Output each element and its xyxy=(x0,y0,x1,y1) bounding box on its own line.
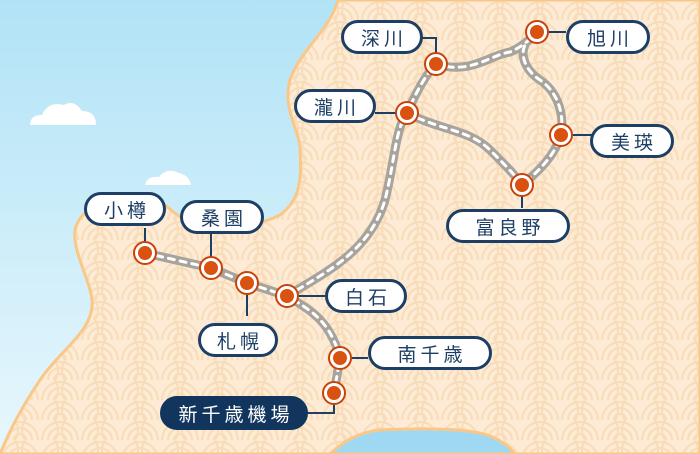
station-marker-fukagawa[interactable] xyxy=(424,52,448,76)
station-label-new-chitose-airport[interactable]: 新千歳機場 xyxy=(160,396,308,430)
station-label-sapporo[interactable]: 札幌 xyxy=(198,323,278,357)
station-marker-takikawa[interactable] xyxy=(395,101,419,125)
station-marker-sapporo[interactable] xyxy=(235,271,259,295)
station-label-shiroishi[interactable]: 白石 xyxy=(325,279,407,313)
station-marker-biei[interactable] xyxy=(549,123,573,147)
station-label-fukagawa[interactable]: 深川 xyxy=(341,20,423,54)
station-marker-new-chitose-airport[interactable] xyxy=(322,381,346,405)
cloud-icon xyxy=(30,103,205,185)
station-label-takikawa[interactable]: 瀧川 xyxy=(294,89,376,123)
station-label-asahikawa[interactable]: 旭川 xyxy=(566,20,650,54)
station-marker-sohen[interactable] xyxy=(199,256,223,280)
station-label-sohen[interactable]: 桑園 xyxy=(180,200,264,234)
station-label-biei[interactable]: 美瑛 xyxy=(590,124,674,158)
stations xyxy=(133,20,573,405)
station-marker-furano[interactable] xyxy=(510,173,534,197)
station-marker-asahikawa[interactable] xyxy=(525,20,549,44)
station-label-minami-chitose[interactable]: 南千歳 xyxy=(368,336,492,370)
station-marker-otaru[interactable] xyxy=(133,241,157,265)
station-marker-shiroishi[interactable] xyxy=(275,284,299,308)
lake xyxy=(327,427,517,454)
station-label-otaru[interactable]: 小樽 xyxy=(84,192,166,226)
station-label-furano[interactable]: 富良野 xyxy=(446,209,570,243)
station-marker-minami-chitose[interactable] xyxy=(328,346,352,370)
